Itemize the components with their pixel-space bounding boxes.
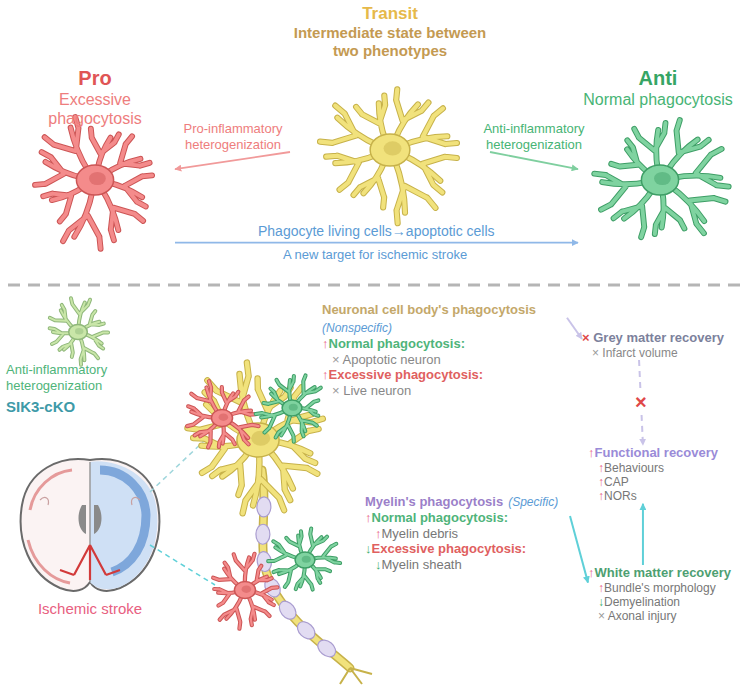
node-text: ↑Normal phagocytosis: — [322, 336, 567, 352]
edge-label: × — [632, 390, 650, 414]
brain-section — [21, 459, 160, 591]
cell — [268, 529, 340, 590]
node-text: × Apoptotic neuron — [322, 352, 567, 368]
node-text: ↓Excessive phagocytosis: — [365, 541, 570, 557]
separator — [8, 284, 741, 287]
node-text: ↑NORs — [588, 489, 745, 503]
connector — [642, 504, 644, 565]
node-heading: Anti — [578, 66, 738, 90]
node-group: ProExcessive phagocytosis — [15, 66, 175, 250]
node-heading: Transit — [290, 4, 490, 24]
node-text: × Infarct volume — [582, 346, 745, 360]
edge-label: Pro-inflammatory heterogenization — [169, 121, 297, 152]
node-group: TransitIntermediate state between two ph… — [290, 4, 490, 204]
node-heading: × Grey matter recovery — [582, 330, 745, 346]
node-text: (Specific) — [508, 495, 558, 509]
connector — [175, 152, 290, 169]
node-heading: Pro — [15, 66, 175, 90]
cell-drawings — [35, 89, 729, 684]
connector — [490, 152, 578, 169]
node-text: Normal phagocytosis — [578, 90, 738, 109]
cell — [187, 363, 322, 514]
cell — [320, 89, 457, 223]
node-group: AntiNormal phagocytosis — [578, 66, 738, 250]
node-heading: ↑Functional recovery — [588, 445, 745, 461]
label: Ischemic stroke — [20, 600, 160, 618]
node-text: (Nonspecific) — [322, 321, 392, 335]
cell — [594, 120, 728, 237]
cell — [256, 375, 321, 441]
leader-line — [150, 440, 205, 492]
edge-label: Anti-inflammatory heterogenization — [470, 121, 598, 152]
node-heading: Neuronal cell body's phagocytosis — [322, 302, 536, 318]
node-text: Excessive phagocytosis — [15, 90, 175, 128]
node-text: ↓Myelin sheath — [365, 557, 570, 573]
label: A new target for ischemic stroke — [200, 247, 550, 263]
node-text: ↑Bundle's morphology — [588, 581, 745, 595]
node-heading: Myelin's phagocytosis — [365, 494, 503, 510]
cell — [35, 117, 152, 249]
node-group: ↑Functional recovery↑Behaviours↑CAP↑NORs — [588, 445, 745, 504]
label: Anti-inflammatory heterogenization — [6, 362, 156, 393]
node-text: Intermediate state between two phenotype… — [290, 24, 490, 60]
label: SIK3-cKO — [6, 398, 156, 416]
node-group: ↑White matter recovery↑Bundle's morpholo… — [588, 565, 745, 624]
node-group: Myelin's phagocytosis (Specific)↑Normal p… — [365, 492, 570, 572]
node-text: × Axonal injury — [588, 609, 745, 623]
connector — [567, 318, 582, 339]
cell — [213, 554, 277, 629]
cell — [50, 298, 108, 365]
node-text: ↑Myelin debris — [365, 526, 570, 542]
node-text: ↑Excessive phagocytosis: — [322, 367, 567, 383]
connector — [570, 516, 588, 583]
node-text: ↑Behaviours — [588, 461, 745, 475]
node-text: ↑Normal phagocytosis: — [365, 510, 570, 526]
edge-label: Phagocyte living cells→apoptotic cells — [258, 223, 495, 240]
node-text: × Live neuron — [322, 383, 567, 399]
connector — [175, 242, 578, 244]
node-text: ↑CAP — [588, 475, 745, 489]
cell — [187, 381, 258, 447]
node-group: × Grey matter recovery× Infarct volume — [582, 330, 745, 360]
node-text: ↓Demyelination — [588, 595, 745, 609]
node-group: Neuronal cell body's phagocytosis (Nonspe… — [322, 300, 567, 398]
node-heading: ↑White matter recovery — [588, 565, 745, 581]
leader-line — [150, 545, 215, 585]
